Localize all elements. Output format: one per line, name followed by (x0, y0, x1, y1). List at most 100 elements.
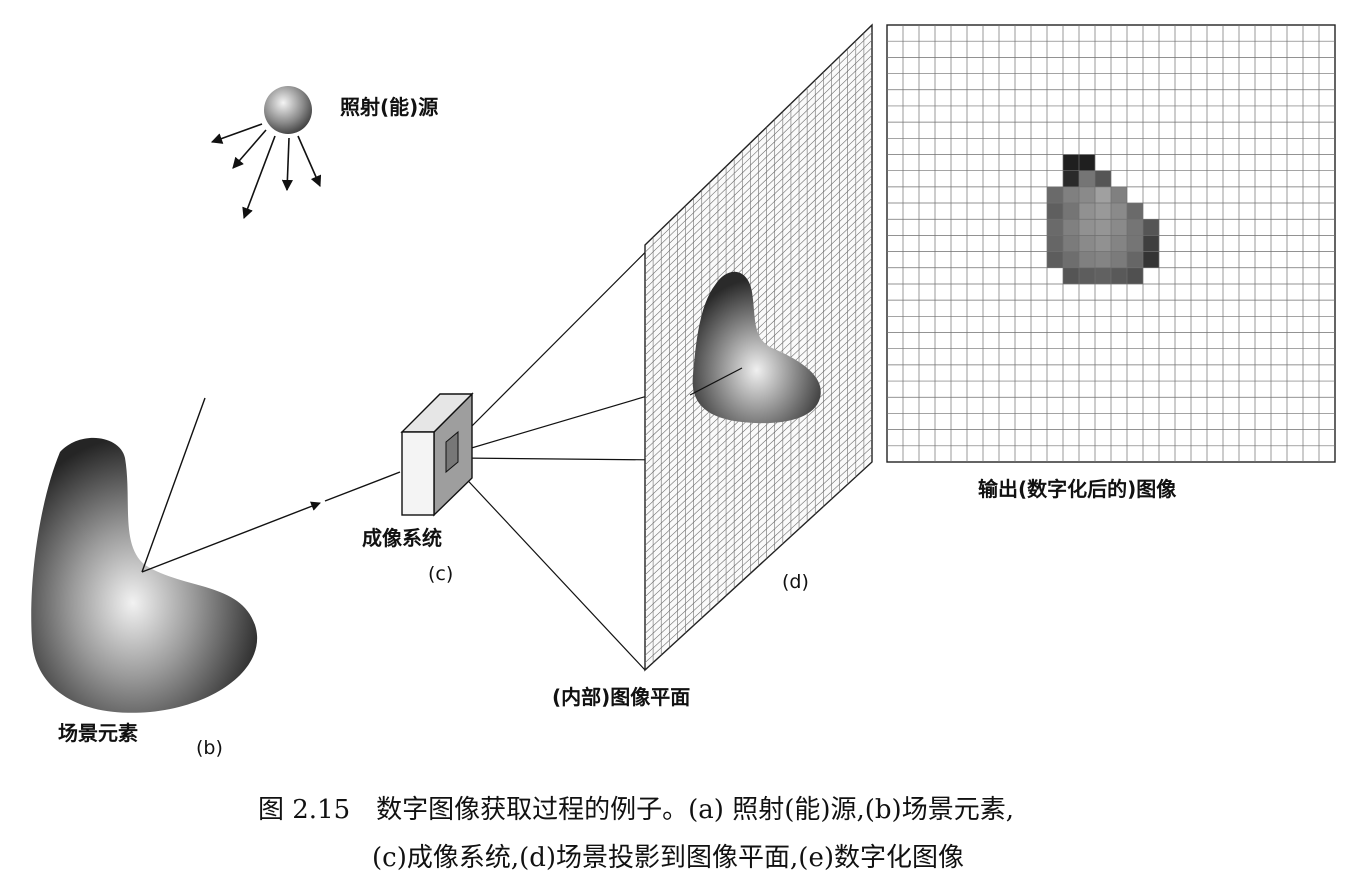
plane-grid-line (645, 409, 872, 619)
scene-letter: (b) (196, 737, 223, 759)
plane-grid-line (645, 348, 872, 561)
digitized-pixel (1143, 235, 1159, 252)
digitized-pixel (1047, 235, 1063, 252)
figure-caption: 图 2.15 数字图像获取过程的例子。(a) 照射(能)源,(b)场景元素, (… (258, 795, 1014, 873)
digitized-pixel (1079, 251, 1095, 268)
plane-grid-line (645, 77, 872, 297)
plane-grid-line (645, 160, 872, 378)
digitized-pixel (1079, 267, 1095, 284)
digitized-pixel (1095, 170, 1111, 187)
digitized-pixel (1095, 203, 1111, 220)
plane-grid-line (645, 183, 872, 400)
plane-grid-line (645, 439, 872, 649)
plane-grid-line (645, 326, 872, 539)
plane-grid-line (645, 371, 872, 583)
image-plane: (d) (内部)图像平面 (552, 23, 873, 709)
plane-grid-line (645, 454, 872, 663)
output-image: 输出(数字化后的)图像 (886, 24, 1336, 501)
digitized-pixel (1063, 251, 1079, 268)
digitized-pixel (1079, 170, 1095, 187)
digitized-pixel (1079, 186, 1095, 204)
digitized-pixel (1111, 186, 1127, 204)
digitized-pixel (1063, 154, 1079, 171)
camera-sensor (445, 430, 459, 474)
digitized-pixel (1111, 203, 1127, 220)
digitized-pixel (1079, 154, 1095, 171)
ray-arrow (297, 135, 322, 188)
plane-grid-line (645, 213, 872, 429)
plane-grid-line (645, 205, 872, 422)
plane-grid-line (645, 152, 872, 370)
digitized-pixel (1127, 251, 1143, 268)
plane-grid-line (645, 220, 872, 436)
digitized-pixel (1111, 219, 1127, 236)
digitized-pixel (1127, 219, 1143, 236)
image-plane-label: (内部)图像平面 (552, 685, 690, 709)
plane-grid-line (645, 115, 872, 334)
plane-grid-line (645, 378, 872, 590)
plane-grid-line (645, 54, 872, 275)
camera-box-front (401, 431, 435, 516)
digitized-pixel (1047, 251, 1063, 268)
plane-grid-line (645, 318, 872, 531)
plane-grid-line (645, 130, 872, 348)
caption-line-1: 图 2.15 数字图像获取过程的例子。(a) 照射(能)源,(b)场景元素, (258, 795, 1014, 825)
digitized-pixel (1079, 203, 1095, 220)
ray-arrow (210, 123, 263, 144)
imaging-system-label: 成像系统 (362, 526, 442, 550)
digitized-pixel (1079, 235, 1095, 252)
plane-grid-line (645, 431, 872, 641)
source-label: 照射(能)源 (340, 95, 438, 119)
digitized-pixel (1127, 203, 1143, 220)
incident-ray (141, 397, 206, 573)
digitized-pixel (1095, 219, 1111, 236)
digitized-pixel (1047, 186, 1063, 204)
digitized-pixel (1095, 186, 1111, 204)
projected-shape (692, 271, 821, 424)
reflected-ray-continued (324, 471, 401, 502)
plane-letter: (d) (782, 571, 809, 593)
imaging-system-letter: (c) (428, 563, 453, 585)
digitized-pixel (1063, 267, 1079, 284)
output-image-pixels (1047, 154, 1159, 284)
digitized-pixel (1111, 251, 1127, 268)
plane-grid-line (645, 85, 872, 304)
digitized-pixel (1063, 219, 1079, 236)
plane-grid-line (645, 333, 872, 546)
plane-grid-line (645, 137, 872, 356)
plane-grid-line (645, 62, 872, 282)
digitized-pixel (1143, 251, 1159, 268)
plane-grid-line (645, 198, 872, 414)
digitized-pixel (1079, 219, 1095, 236)
digitized-pixel (1095, 251, 1111, 268)
output-image-grid (887, 25, 1335, 462)
scene-label: 场景元素 (58, 721, 138, 745)
plane-grid-line (645, 100, 872, 319)
ray-arrow (242, 135, 276, 220)
illumination-source: 照射(能)源 (210, 86, 438, 220)
digitized-pixel (1047, 219, 1063, 236)
output-image-label: 输出(数字化后的)图像 (978, 477, 1177, 501)
plane-grid-line (645, 122, 872, 341)
digitized-pixel (1063, 186, 1079, 204)
digitized-pixel (1127, 267, 1143, 284)
digitized-pixel (1111, 267, 1127, 284)
plane-grid-line (645, 416, 872, 627)
plane-grid-line (645, 47, 872, 268)
plane-grid-line (645, 32, 872, 253)
plane-grid-line (645, 386, 872, 597)
plane-grid-line (645, 393, 872, 605)
plane-grid-line (645, 107, 872, 326)
digitized-pixel (1063, 203, 1079, 220)
plane-grid-line (645, 69, 872, 290)
plane-grid-line (645, 175, 872, 392)
scene-element: 场景元素 (b) (31, 397, 401, 759)
digitized-pixel (1063, 170, 1079, 187)
plane-grid-line (645, 446, 872, 656)
digitized-pixel (1095, 235, 1111, 252)
digitized-pixel (1111, 235, 1127, 252)
ray-arrow (232, 129, 267, 169)
reflected-ray (141, 501, 321, 573)
plane-grid-line (645, 363, 872, 575)
